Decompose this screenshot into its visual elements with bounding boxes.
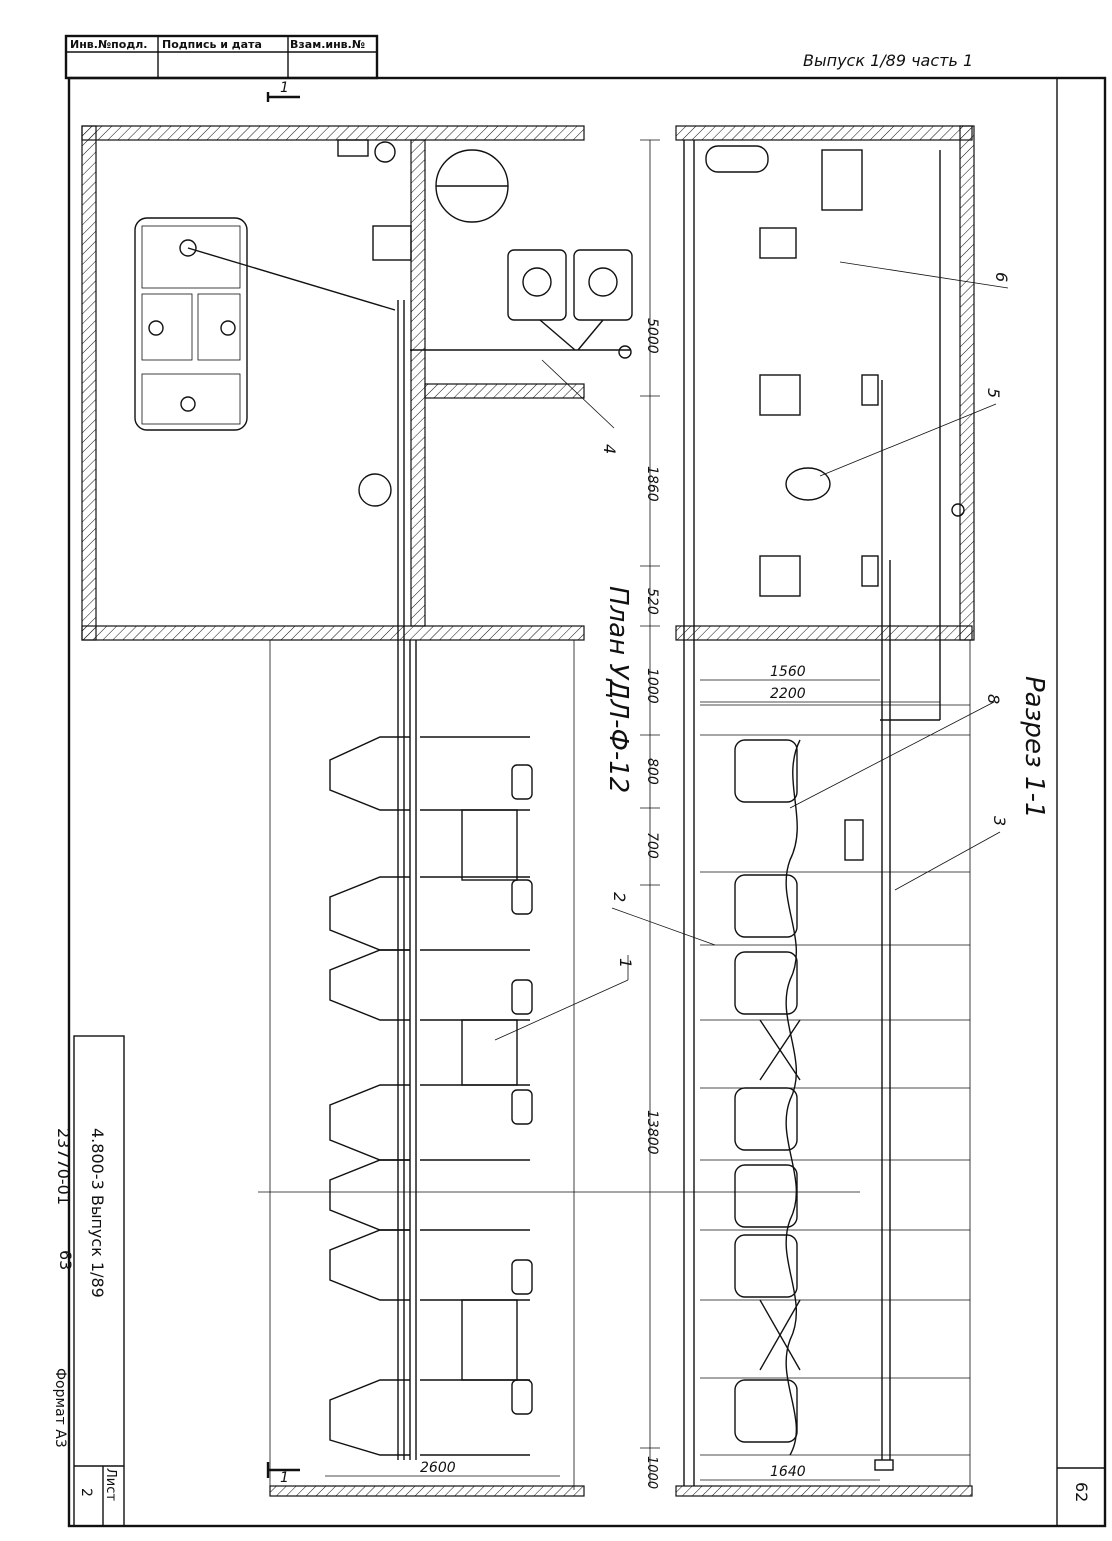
dim-800: 800 (644, 758, 660, 785)
dim-1000-top: 1000 (644, 668, 660, 704)
side-stamp: 4.800-3 Выпуск 1/89 23770-01 63 Лист 2 Ф… (52, 1035, 125, 1527)
section-view (675, 125, 975, 1497)
dim-700: 700 (644, 832, 660, 859)
dim-5000: 5000 (644, 318, 660, 354)
section-mark-bottom: 1 (280, 1470, 289, 1486)
callout-1: 1 (616, 958, 635, 968)
dim-520: 520 (644, 588, 660, 615)
callout-leaders (494, 261, 1009, 1041)
issue-label: Выпуск 1/89 часть 1 (803, 51, 973, 70)
stamp-doc-code: 4.800-3 Выпуск 1/89 (88, 1128, 107, 1298)
section-mark-top: 1 (280, 80, 289, 96)
dim-1560: 1560 (770, 664, 806, 680)
plan-view (81, 92, 860, 1497)
dim-2200: 2200 (770, 686, 806, 702)
dim-13800: 13800 (644, 1110, 660, 1155)
dim-1000-bottom: 1000 (644, 1456, 659, 1489)
title-block-col2: Подпись и дата (162, 38, 262, 51)
side-number: 62 (1072, 1482, 1091, 1502)
dim-1640: 1640 (770, 1464, 806, 1480)
plan-title: План УДЛ-Ф-12 (603, 586, 633, 793)
sheet-frame (67, 76, 1107, 1528)
section-title: Разрез 1-1 (1019, 676, 1049, 819)
sheet-label: Лист (103, 1468, 118, 1501)
callout-6: 6 (992, 272, 1011, 282)
callout-3: 3 (990, 816, 1009, 826)
sheet-number: 2 (78, 1488, 94, 1497)
callout-8: 8 (984, 694, 1003, 704)
callout-2: 2 (610, 892, 629, 902)
sheet-format: Формат А3 (52, 1368, 68, 1448)
dimension-lines (325, 139, 940, 1486)
title-block: Инв.№подл. Подпись и дата Взам.инв.№ (64, 34, 379, 80)
stamp-doc-id: 23770-01 (54, 1128, 73, 1205)
title-block-col1: Инв.№подл. (70, 38, 147, 51)
stamp-page: 63 (56, 1250, 75, 1270)
title-block-col3: Взам.инв.№ (290, 38, 365, 51)
callout-4: 4 (600, 444, 619, 454)
callout-5: 5 (984, 388, 1003, 398)
dim-2600: 2600 (420, 1460, 456, 1476)
dim-1860: 1860 (644, 466, 660, 502)
